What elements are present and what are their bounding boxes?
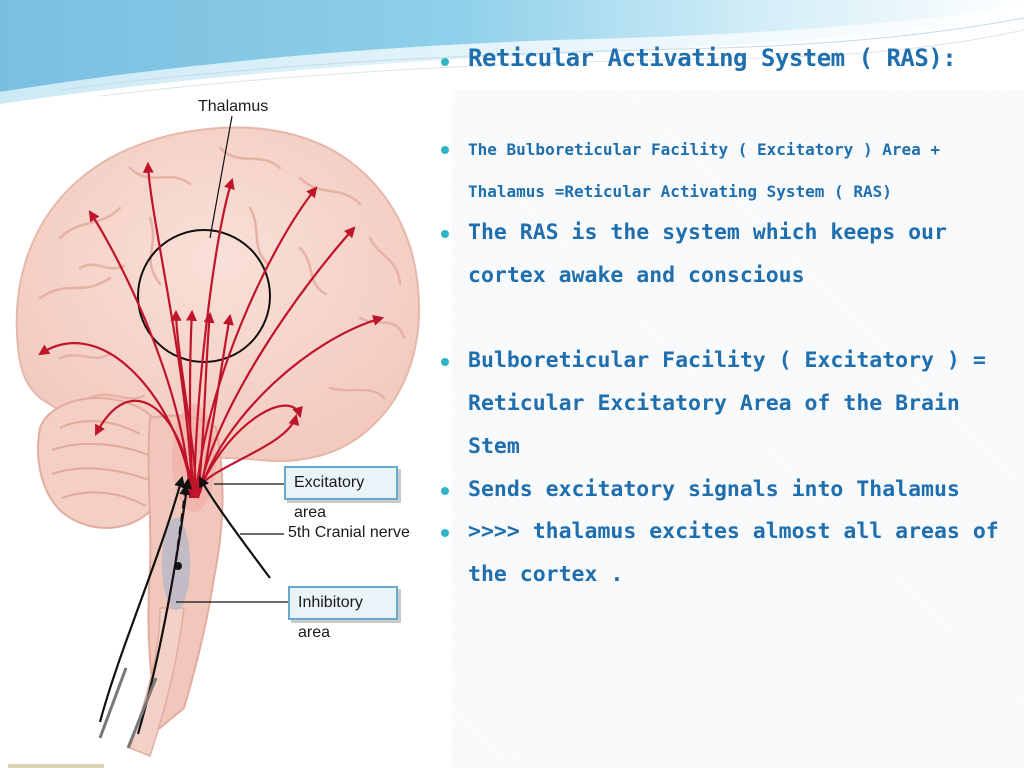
thalamus-circle — [137, 229, 271, 363]
text-line-2: Thalamus =Reticular Activating System ( … — [468, 182, 892, 201]
bullet-icon — [441, 358, 449, 366]
bullet-icon — [441, 146, 449, 154]
text-line-3: The RAS is the system which keeps our — [468, 220, 947, 245]
header-wave-decoration — [0, 0, 1024, 104]
bullet-icon — [441, 487, 449, 495]
label-inhibitory-area: Inhibitory area — [288, 586, 398, 641]
text-line-1: The Bulboreticular Facility ( Excitatory… — [468, 140, 941, 159]
ras-brain-figure — [15, 115, 420, 757]
label-thalamus: Thalamus — [198, 98, 269, 115]
text-line-10: the cortex . — [468, 562, 624, 587]
text-line-9: >>>> thalamus excites almost all areas o… — [468, 519, 999, 544]
bullet-icon — [441, 529, 449, 537]
text-line-4: cortex awake and conscious — [468, 263, 805, 288]
label-excitatory-area: Excitatory area — [284, 466, 398, 521]
text-line-6: Reticular Excitatory Area of the Brain — [468, 391, 960, 416]
corner-decoration — [8, 764, 104, 768]
bullet-icon — [441, 58, 449, 66]
slide-title: Reticular Activating System ( RAS): — [468, 44, 957, 72]
text-line-8: Sends excitatory signals into Thalamus — [468, 477, 960, 502]
text-line-5: Bulboreticular Facility ( Excitatory ) = — [468, 348, 986, 373]
text-line-7: Stem — [468, 434, 520, 459]
bullet-icon — [441, 230, 449, 238]
text-panel-background — [452, 90, 1024, 768]
label-5th-cranial-nerve: 5th Cranial nerve — [288, 524, 410, 541]
